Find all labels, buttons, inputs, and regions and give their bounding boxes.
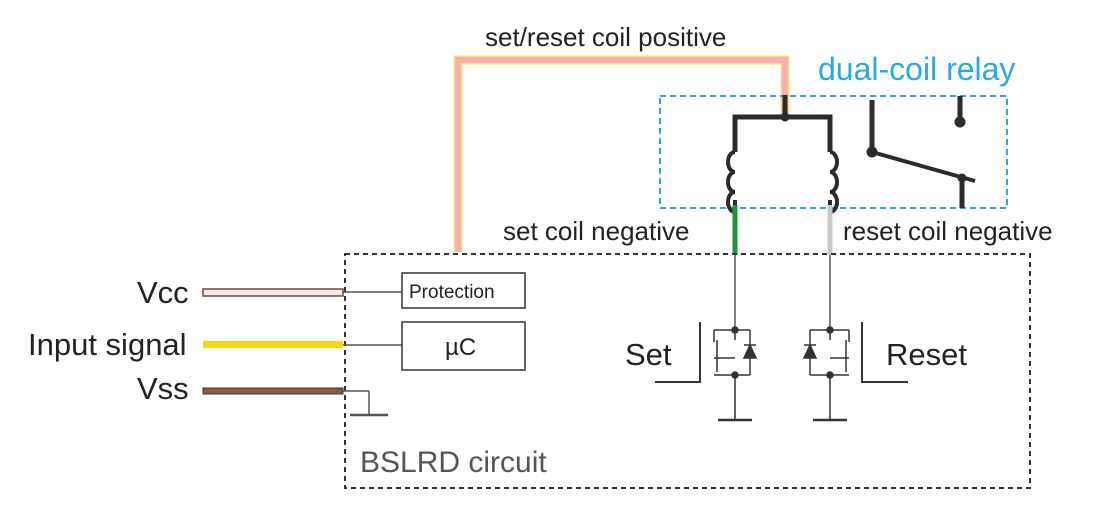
- transistor-feed-lines: [734, 255, 831, 328]
- ground-icon: [343, 390, 388, 417]
- protection-block: [401, 272, 526, 309]
- set-label: Set: [625, 337, 672, 372]
- relay-coils: [726, 95, 839, 215]
- top-wire-label: set/reset coil positive: [485, 22, 726, 52]
- reset-mosfet-icon: [802, 322, 908, 422]
- relay-switch-contacts: [866, 96, 976, 208]
- input-signal-label: Input signal: [28, 327, 187, 362]
- reset-coil-negative-label: reset coil negative: [843, 216, 1053, 246]
- uc-label: µC: [445, 334, 476, 361]
- vcc-wire: [202, 288, 344, 297]
- vss-label: Vss: [137, 371, 189, 406]
- relay-label: dual-coil relay: [818, 51, 1015, 87]
- vcc-label: Vcc: [137, 275, 189, 310]
- set-mosfet-icon: [655, 322, 758, 422]
- set-coil-negative-label: set coil negative: [503, 216, 689, 246]
- input-signal-wire: [203, 341, 343, 348]
- microcontroller-block: [401, 321, 526, 371]
- circuit-label: BSLRD circuit: [360, 446, 547, 479]
- vss-wire: [202, 387, 344, 395]
- reset-label: Reset: [886, 337, 967, 372]
- protection-label: Protection: [409, 282, 495, 303]
- set-reset-positive-wire: [453, 55, 790, 252]
- bslrd-circuit-box: [344, 253, 1031, 489]
